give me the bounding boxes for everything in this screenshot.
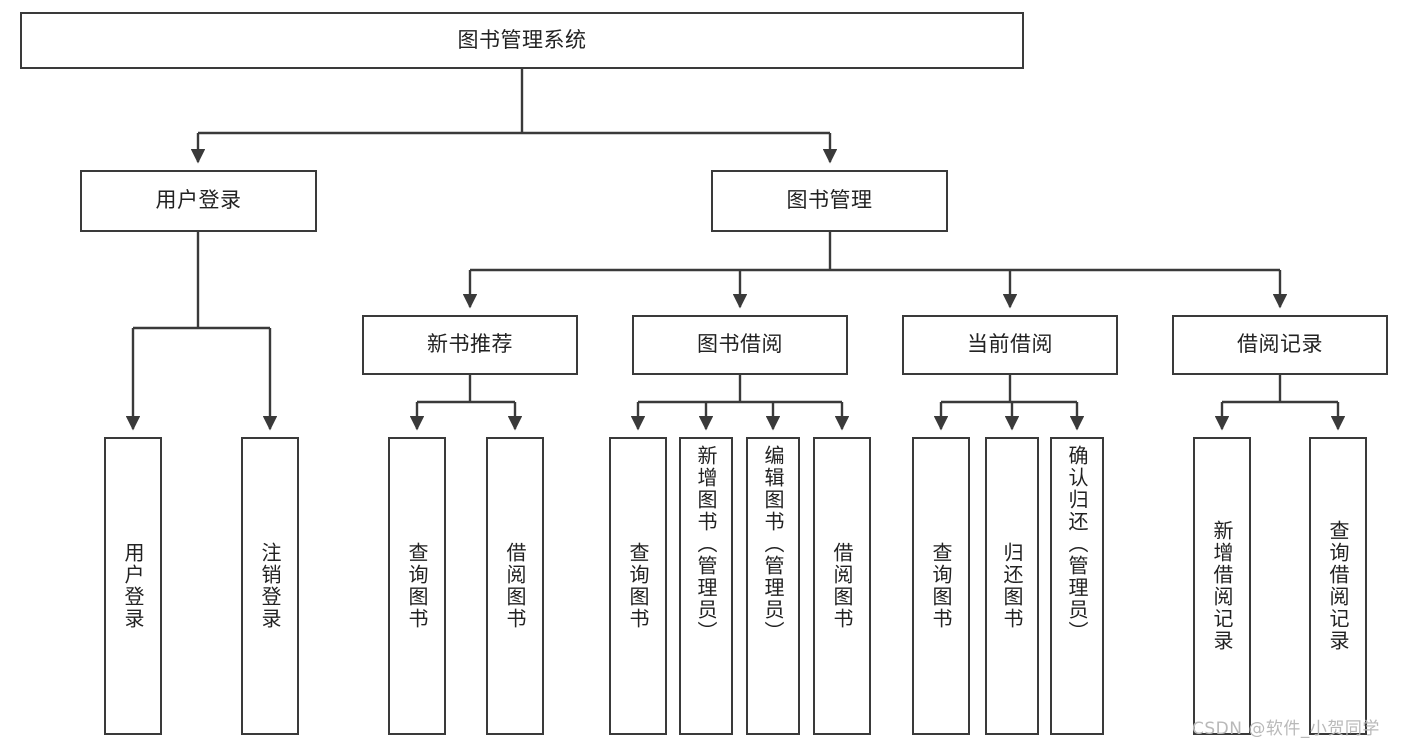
node-leaf-0-label: 用户登录 (121, 542, 145, 630)
node-leaf-11-label: 新增借阅记录 (1210, 520, 1234, 652)
node-root-system[interactable]: 图书管理系统 (20, 12, 1024, 69)
node-leaf-4[interactable]: 查询图书 (609, 437, 667, 735)
node-leaf-2-inner: 查询图书 (390, 439, 444, 733)
node-leaf-1[interactable]: 注销登录 (241, 437, 299, 735)
node-root-label: 图书管理系统 (457, 27, 587, 52)
node-leaf-3-label: 借阅图书 (503, 542, 527, 630)
node-leaf-4-inner: 查询图书 (611, 439, 665, 733)
node-leaf-4-label: 查询图书 (626, 542, 650, 630)
node-leaf-12-label: 查询借阅记录 (1326, 520, 1350, 652)
node-leaf-2-label: 查询图书 (405, 542, 429, 630)
node-level1-1[interactable]: 图书管理 (711, 170, 948, 232)
node-level2-2-label: 当前借阅 (967, 332, 1053, 357)
node-leaf-7[interactable]: 借阅图书 (813, 437, 871, 735)
node-level2-3-label: 借阅记录 (1237, 332, 1323, 357)
node-level2-3[interactable]: 借阅记录 (1172, 315, 1388, 375)
node-leaf-5[interactable]: 新增图书（管理员） (679, 437, 733, 735)
node-leaf-3[interactable]: 借阅图书 (486, 437, 544, 735)
node-leaf-0-inner: 用户登录 (106, 439, 160, 733)
node-leaf-1-label: 注销登录 (258, 542, 282, 630)
node-leaf-10[interactable]: 确认归还（管理员） (1050, 437, 1104, 735)
node-level2-0[interactable]: 新书推荐 (362, 315, 578, 375)
node-leaf-7-inner: 借阅图书 (815, 439, 869, 733)
node-leaf-11[interactable]: 新增借阅记录 (1193, 437, 1251, 735)
node-leaf-7-label: 借阅图书 (830, 542, 854, 630)
node-leaf-12[interactable]: 查询借阅记录 (1309, 437, 1367, 735)
node-leaf-0[interactable]: 用户登录 (104, 437, 162, 735)
node-leaf-9-inner: 归还图书 (987, 439, 1037, 733)
node-leaf-8[interactable]: 查询图书 (912, 437, 970, 735)
node-leaf-10-inner: 确认归还（管理员） (1052, 439, 1102, 739)
node-leaf-6-inner: 编辑图书（管理员） (748, 439, 798, 739)
node-leaf-9[interactable]: 归还图书 (985, 437, 1039, 735)
node-leaf-10-label: 确认归还（管理员） (1065, 445, 1089, 643)
node-level1-0-label: 用户登录 (155, 188, 242, 213)
node-leaf-5-label: 新增图书（管理员） (694, 445, 718, 643)
node-leaf-11-inner: 新增借阅记录 (1195, 439, 1249, 733)
node-leaf-6[interactable]: 编辑图书（管理员） (746, 437, 800, 735)
node-level1-0[interactable]: 用户登录 (80, 170, 317, 232)
node-leaf-1-inner: 注销登录 (243, 439, 297, 733)
node-level2-1[interactable]: 图书借阅 (632, 315, 848, 375)
node-leaf-3-inner: 借阅图书 (488, 439, 542, 733)
node-level2-2[interactable]: 当前借阅 (902, 315, 1118, 375)
node-level1-1-label: 图书管理 (786, 188, 873, 213)
node-level2-0-label: 新书推荐 (427, 332, 513, 357)
node-leaf-2[interactable]: 查询图书 (388, 437, 446, 735)
csdn-watermark: CSDN @软件_小贺同学 (1192, 719, 1380, 739)
node-level2-1-label: 图书借阅 (697, 332, 783, 357)
node-leaf-8-label: 查询图书 (929, 542, 953, 630)
node-leaf-8-inner: 查询图书 (914, 439, 968, 733)
node-leaf-12-inner: 查询借阅记录 (1311, 439, 1365, 733)
node-leaf-6-label: 编辑图书（管理员） (761, 445, 785, 643)
node-leaf-5-inner: 新增图书（管理员） (681, 439, 731, 739)
node-leaf-9-label: 归还图书 (1000, 542, 1024, 630)
